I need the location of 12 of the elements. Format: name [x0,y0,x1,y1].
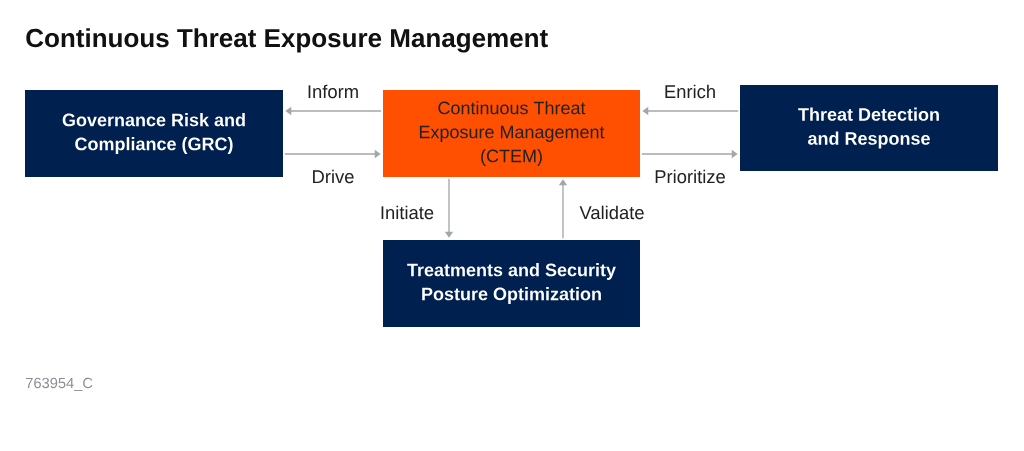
edge-label: Drive [313,169,354,184]
edge-label: Validate [579,205,644,220]
edge-label: Enrich [665,84,715,99]
title: Continuous Threat Exposure Management [26,28,548,53]
process-box: Treatments and Security Posture Optimization [383,240,640,327]
process-box: Threat Detection and Response [740,85,998,171]
process-box: Governance Risk and Compliance (GRC) [25,90,283,177]
process-box: Continuous Threat Exposure Management (CTEM) [383,90,640,177]
edge-label: Inform [308,84,358,99]
edge-label: Prioritize [655,169,725,184]
note: 763954_C [26,377,93,391]
edge-label: Initiate [381,205,434,220]
